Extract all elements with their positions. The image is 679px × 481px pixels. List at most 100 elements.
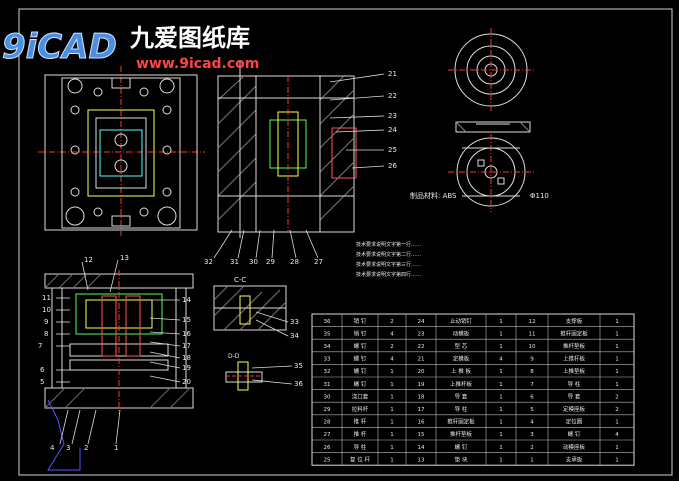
bom-cell: 导 套 [455,392,468,400]
bom-cell: 11 [529,331,536,337]
callout-13: 13 [120,254,129,262]
bom-cell: 2 [615,394,619,400]
bom-cell: 20 [418,369,425,375]
bom-cell: 31 [324,382,331,388]
callout-1: 1 [114,444,118,452]
cc-leader-33 [255,311,289,323]
bottom-callout-leaders [56,259,181,445]
dd-leader-35 [251,365,293,369]
callout-8: 8 [44,330,48,338]
bom-cell: 23 [418,331,425,337]
bom-cell: 1 [615,331,619,337]
material-note: 制品材料: ABS [410,191,457,200]
bom-cell: 定模座板 [563,405,586,413]
bom-cell: 螺 钉 [455,443,468,451]
bom-cell: 9 [530,357,534,363]
bom-cell: 导 柱 [568,380,581,388]
cc-section-view [213,285,287,331]
bom-cell: 26 [324,445,331,451]
bom-cell: 上推垫板 [563,367,586,375]
callout-21: 21 [388,70,397,78]
callout-30: 30 [249,258,258,266]
bom-cell: 动模座板 [563,443,586,451]
callout-12: 12 [84,256,93,264]
bom-cell: 推杆垫板 [563,342,586,350]
callout-36: 36 [294,380,303,388]
bom-cell: 6 [530,394,534,400]
callout-25: 25 [388,146,397,154]
bom-cell: 35 [324,331,331,337]
bom-cell: 拉料杆 [352,405,369,413]
section-label-dd: D-D [228,353,240,360]
bom-cell: 定位圈 [566,418,583,426]
bom-cell: 复 位 杆 [350,455,370,463]
bom-cell: 4 [499,357,503,363]
callout-29: 29 [266,258,275,266]
bom-cell: 12 [529,319,536,325]
callout-34: 34 [290,332,299,340]
bom-cell: 15 [418,432,425,438]
logo-url: www.9icad.com [136,56,259,72]
bom-cell: 1 [390,420,394,426]
callout-16: 16 [182,330,191,338]
bom-cell: 螺 钉 [354,380,367,388]
callout-15: 15 [182,316,191,324]
callout-23: 23 [388,112,397,120]
callout-14: 14 [182,296,191,304]
bottom-assembly-view [44,270,194,471]
bom-cell: 16 [418,420,425,426]
bom-cell: 螺 钉 [354,355,367,363]
dd-section-view [225,361,263,391]
bom-cell: 1 [390,382,394,388]
bom-cell: 1 [530,457,534,463]
bom-cell: 推 杆 [354,430,367,438]
bom-cell: 7 [530,382,534,388]
callout-10: 10 [42,306,51,314]
bom-cell: 1 [390,445,394,451]
bom-cell: 28 [324,420,331,426]
bom-cell: 上推杆板 [450,380,473,388]
callout-18: 18 [182,354,191,362]
bom-cell: 浇口套 [352,392,369,400]
bom-cell: 1 [499,394,503,400]
bom-cell: 1 [615,382,619,388]
bom-cell: 导 套 [568,392,581,400]
callout-11: 11 [42,294,51,302]
callout-9: 9 [44,318,48,326]
bom-cell: 1 [499,382,503,388]
callout-27: 27 [314,258,323,266]
bom-cell: 1 [390,369,394,375]
bom-cell: 1 [499,457,503,463]
part-side-section [455,121,531,133]
bom-cell: 3 [530,432,534,438]
callout-4: 4 [50,444,55,452]
bom-cell: 17 [418,407,425,413]
bom-cell: 1 [390,457,394,463]
bom-cell: 止动销钉 [450,317,473,325]
section-label-cc: C-C [234,276,246,284]
callout-24: 24 [388,126,397,134]
bom-cell: 1 [615,457,619,463]
tech-note-line-4: 技术要求说明文字第四行…… [356,271,421,278]
callout-5: 5 [40,378,44,386]
plan-view [38,66,205,236]
bom-cell: 1 [390,394,394,400]
cc-leader-34 [255,319,289,337]
tech-note-line-1: 技术要求说明文字第一行…… [356,241,421,248]
bom-cell: 1 [390,432,394,438]
bottom-callout-numbers: 12 13 14 15 16 17 18 19 20 11 10 9 8 7 6… [38,254,191,452]
bom-cell: 30 [324,394,331,400]
bom-cell: 4 [530,420,534,426]
callout-20: 20 [182,378,191,386]
callout-7: 7 [38,342,42,350]
callout-19: 19 [182,364,191,372]
bom-cell: 动模板 [453,329,470,337]
bom-cell: 螺 钉 [354,367,367,375]
top-callout-numbers: 21 22 23 24 25 26 32 31 30 29 28 27 [204,70,397,266]
bom-cell: 导 柱 [455,405,468,413]
bom-cell: 18 [418,394,425,400]
bom-cell: 型 芯 [455,342,468,350]
bom-cell: 36 [324,319,331,325]
